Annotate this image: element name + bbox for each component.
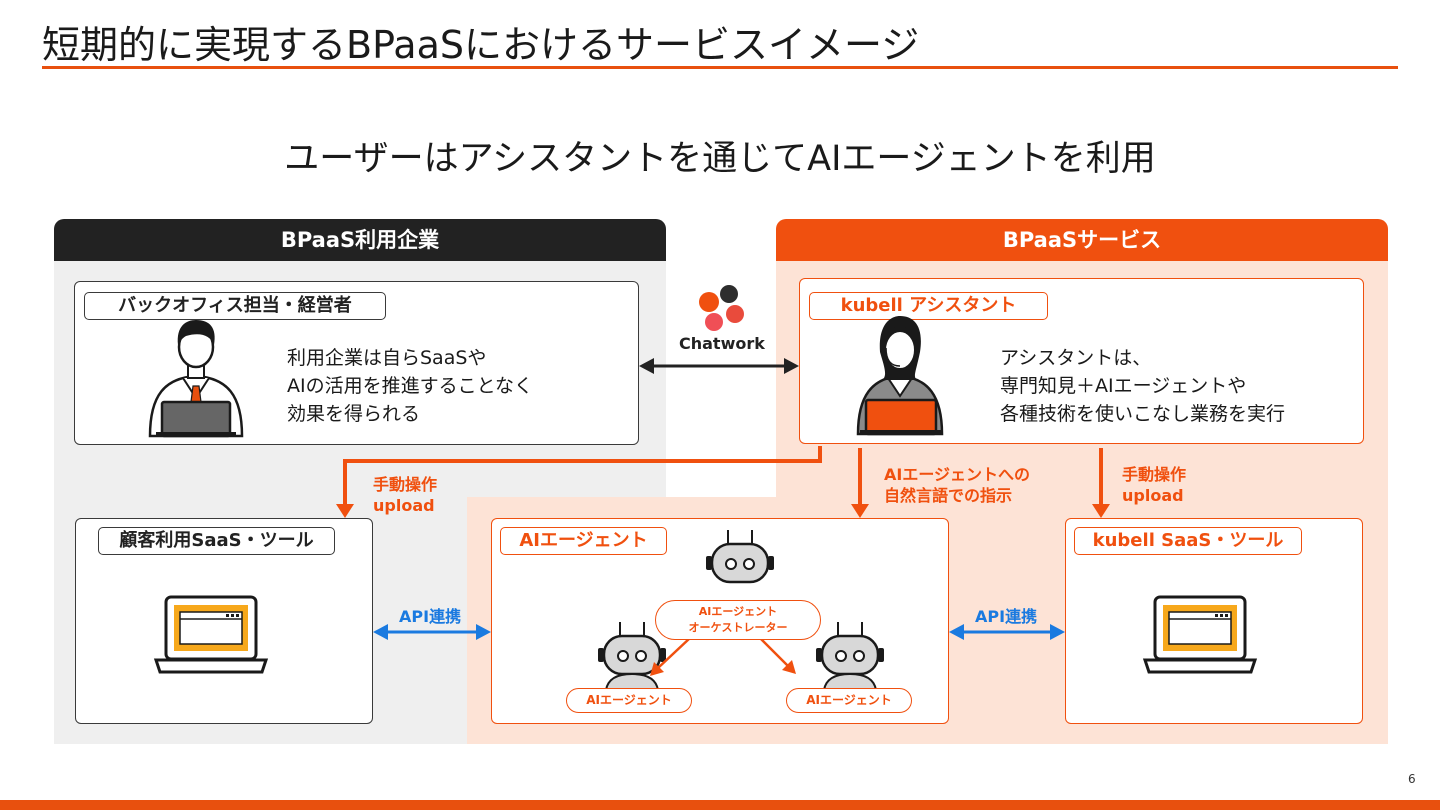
title-rule <box>42 66 1398 69</box>
manual-right-line-2: upload <box>1122 486 1184 505</box>
api-right-label: API連携 <box>975 607 1038 626</box>
api-right-arrow <box>949 624 1065 640</box>
customer-saas-tag: 顧客利用SaaS・ツール <box>98 527 335 555</box>
page-title: 短期的に実現するBPaaSにおけるサービスイメージ <box>42 23 920 67</box>
headset-operator-icon <box>856 316 944 436</box>
page-number: 6 <box>1408 772 1416 786</box>
manual-left-label: 手動操作 upload <box>373 474 437 516</box>
orchestrator-pill: AIエージェント オーケストレーター <box>655 600 821 640</box>
sub-agent-pill-left: AIエージェント <box>566 688 692 713</box>
businessman-laptop-icon <box>148 320 244 438</box>
instruction-label: AIエージェントへの 自然言語での指示 <box>884 464 1030 506</box>
chatwork-logo-icon <box>699 285 744 331</box>
assistant-tag: kubell アシスタント <box>809 292 1048 320</box>
backoffice-tag: バックオフィス担当・経営者 <box>84 292 386 320</box>
manual-left-line-2: upload <box>373 496 435 515</box>
instruction-line-1: AIエージェントへの <box>884 465 1031 484</box>
laptop-icon <box>1142 595 1258 674</box>
orchestrator-line-2: オーケストレーター <box>688 621 788 634</box>
api-left-label: API連携 <box>399 607 462 626</box>
assistant-line-2: 専門知見＋AIエージェントや <box>1000 375 1247 397</box>
orchestrator-line-1: AIエージェント <box>698 605 778 618</box>
api-left-arrow <box>373 624 491 640</box>
manual-left-arrow <box>336 446 822 518</box>
page-subtitle: ユーザーはアシスタントを通じてAIエージェントを利用 <box>284 139 1156 179</box>
backoffice-line-3: 効果を得られる <box>287 403 421 425</box>
backoffice-line-2: AIの活用を推進することなく <box>287 375 534 397</box>
client-zone-header: BPaaS利用企業 <box>54 219 666 261</box>
chatwork-link-arrow <box>639 358 799 374</box>
ai-agent-tag: AIエージェント <box>500 527 667 555</box>
backoffice-line-1: 利用企業は自らSaaSや <box>287 347 487 369</box>
backoffice-text: 利用企業は自らSaaSや AIの活用を推進することなく 効果を得られる <box>287 344 533 428</box>
manual-right-arrow <box>1092 448 1110 518</box>
service-zone-header: BPaaSサービス <box>776 219 1388 261</box>
manual-right-label: 手動操作 upload <box>1122 464 1186 506</box>
manual-right-line-1: 手動操作 <box>1122 465 1187 484</box>
orchestrator-arrows <box>650 637 796 676</box>
instruction-line-2: 自然言語での指示 <box>884 486 1013 505</box>
robot-icon <box>816 622 884 691</box>
assistant-line-1: アシスタントは、 <box>1000 347 1152 369</box>
assistant-line-3: 各種技術を使いこなし業務を実行 <box>1000 403 1286 425</box>
kubell-saas-tag: kubell SaaS・ツール <box>1074 527 1302 555</box>
robot-icon <box>598 622 666 691</box>
instruction-arrow <box>851 448 869 518</box>
robot-icon <box>706 530 774 584</box>
laptop-icon <box>153 595 269 674</box>
sub-agent-pill-right: AIエージェント <box>786 688 912 713</box>
manual-left-line-1: 手動操作 <box>373 475 438 494</box>
assistant-text: アシスタントは、 専門知見＋AIエージェントや 各種技術を使いこなし業務を実行 <box>1000 344 1285 428</box>
chatwork-label: Chatwork <box>679 334 765 353</box>
footer-bar <box>0 800 1440 810</box>
